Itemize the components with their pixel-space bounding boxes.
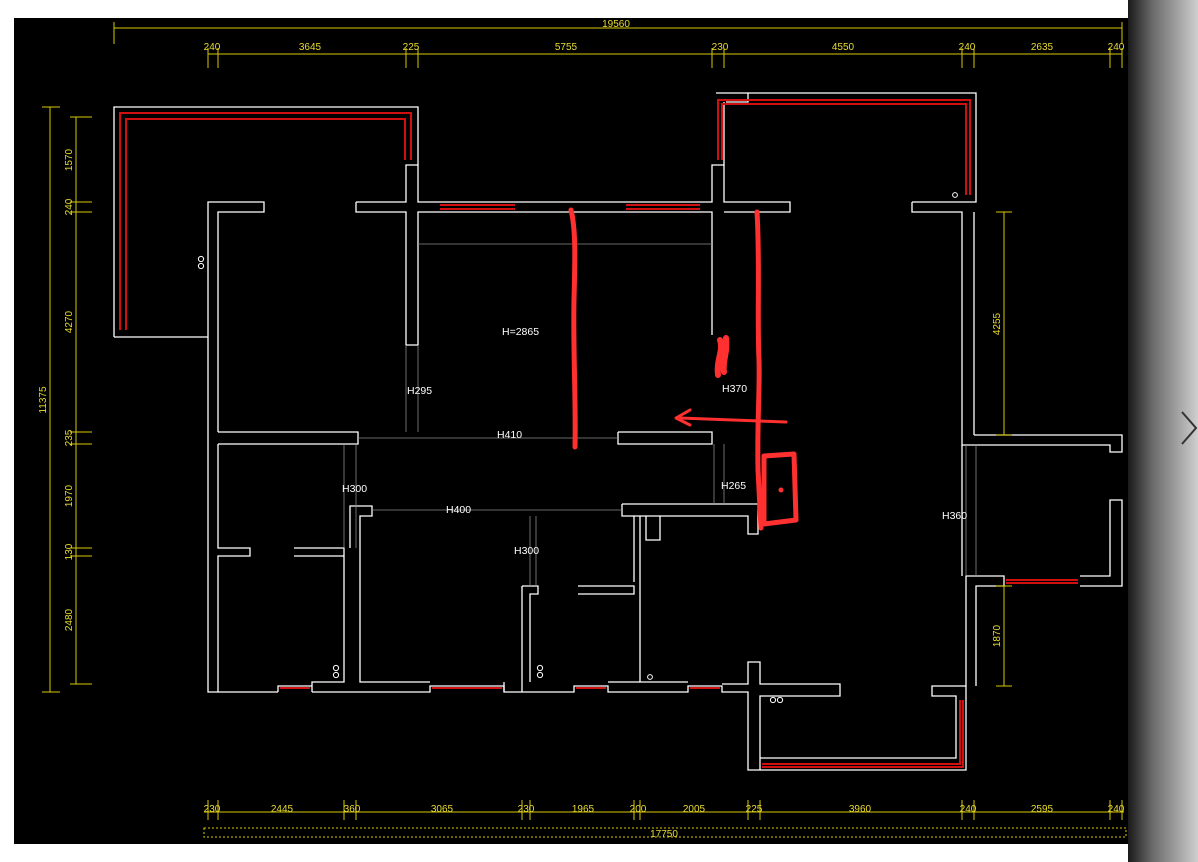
dim-bottom-seg: 225	[746, 804, 763, 815]
label-h360: H360	[942, 510, 967, 522]
dim-bottom-seg: 230	[204, 804, 221, 815]
dim-bottom-seg: 240	[960, 804, 977, 815]
dim-top-seg: 240	[959, 42, 976, 53]
dim-top-seg: 225	[403, 42, 420, 53]
cad-viewport[interactable]: 19560 240 3645 225 5755 230 4550 240 263…	[14, 18, 1144, 844]
dim-bottom-seg: 360	[344, 804, 361, 815]
markup-stroke-right	[754, 209, 764, 531]
dim-bottom-seg: 2445	[271, 804, 294, 815]
label-h300-left: H300	[342, 483, 367, 495]
dim-top-seg: 230	[712, 42, 729, 53]
dim-bottom-total: 17750	[650, 829, 678, 840]
dim-left-seg: 1970	[64, 484, 75, 507]
dim-left-seg: 240	[64, 198, 75, 215]
dim-left-total: 11375	[38, 386, 49, 414]
markup-arrow-head	[674, 408, 692, 427]
label-h295: H295	[407, 385, 432, 397]
guide-lines	[343, 243, 977, 586]
room-labels: H=2865 H295 H370 H410 H300 H400 H300 H26…	[342, 326, 967, 557]
dim-left-seg: 2480	[64, 608, 75, 631]
dim-bottom-seg: 200	[630, 804, 647, 815]
markup-squiggle	[714, 335, 730, 378]
dim-bottom-seg: 230	[518, 804, 535, 815]
markup-arrow-line	[678, 416, 788, 424]
dim-bottom-seg: 1965	[572, 804, 595, 815]
label-h265: H265	[721, 480, 746, 492]
label-h400: H400	[446, 504, 471, 516]
dim-top-total: 19560	[602, 19, 630, 30]
dim-bottom-seg: 2595	[1031, 804, 1054, 815]
dim-right-inner-lower: 1870	[992, 624, 1003, 647]
fixture-symbols	[197, 192, 958, 704]
label-h410: H410	[497, 429, 522, 441]
label-h370: H370	[722, 383, 747, 395]
dim-left-seg: 1570	[64, 148, 75, 171]
dim-bottom-seg: 2005	[683, 804, 706, 815]
side-panel-edge	[1128, 0, 1198, 862]
dimension-labels: 19560 240 3645 225 5755 230 4550 240 263…	[38, 19, 1125, 840]
markup-box	[761, 451, 799, 527]
dim-right-inner-upper: 4255	[992, 312, 1003, 335]
label-h2865: H=2865	[502, 326, 539, 338]
floor-plan-canvas: 19560 240 3645 225 5755 230 4550 240 263…	[38, 19, 1127, 840]
dim-left-seg: 235	[64, 429, 75, 446]
dim-top-seg: 3645	[299, 42, 322, 53]
dim-top-seg: 4550	[832, 42, 855, 53]
dim-top-seg: 5755	[555, 42, 578, 53]
markup-dot	[778, 487, 784, 493]
dimension-lines	[42, 22, 1127, 838]
dim-top-seg: 240	[204, 42, 221, 53]
label-h300-mid: H300	[514, 545, 539, 557]
dim-bottom-seg: 3065	[431, 804, 454, 815]
windows	[119, 99, 1078, 768]
dim-left-seg: 130	[64, 543, 75, 560]
red-markup	[568, 207, 799, 531]
dim-left-seg: 4270	[64, 310, 75, 333]
dim-top-seg: 2635	[1031, 42, 1054, 53]
dim-top-seg: 240	[1108, 42, 1125, 53]
chevron-right-icon[interactable]	[1180, 410, 1198, 446]
dim-bottom-seg: 3960	[849, 804, 872, 815]
dim-bottom-seg: 240	[1108, 804, 1125, 815]
markup-stroke-left	[568, 207, 578, 450]
